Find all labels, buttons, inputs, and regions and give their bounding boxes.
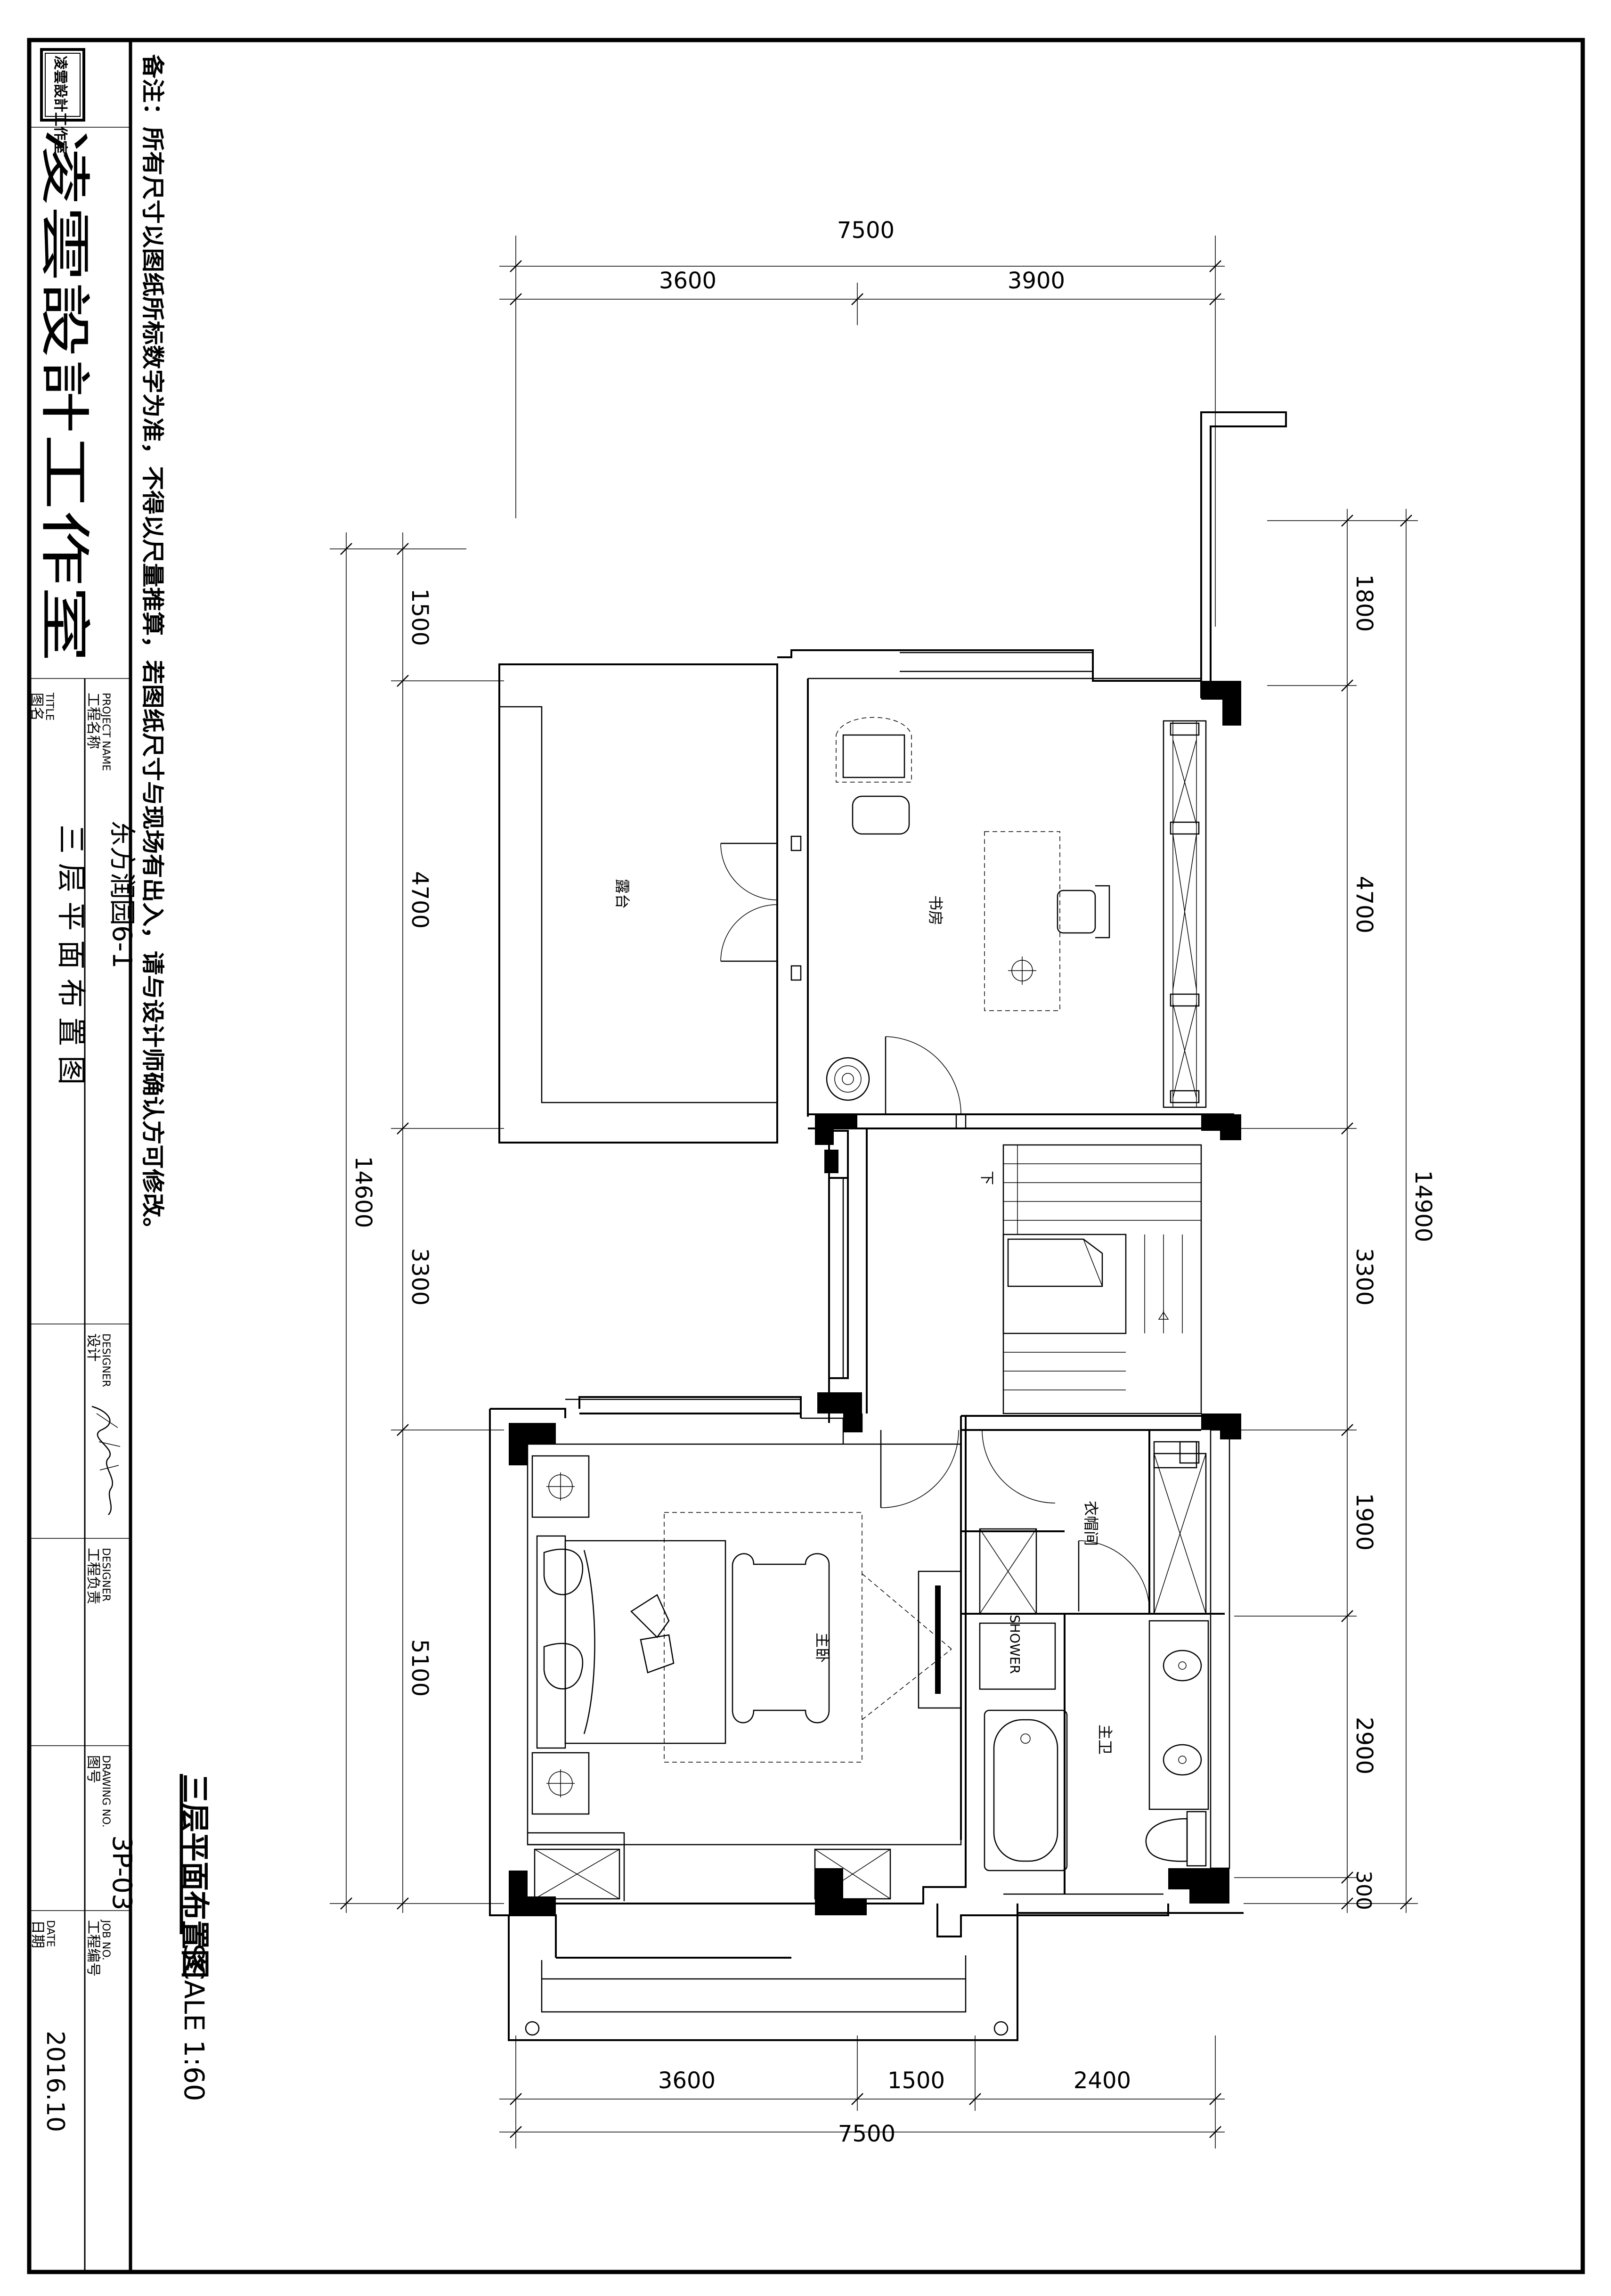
designer-field: 设计 DESIGNER — [85, 1333, 121, 1515]
svg-text:图名: 图名 — [28, 693, 45, 721]
svg-text:3300: 3300 — [407, 1248, 433, 1306]
stair-direction-label: 下 — [978, 1171, 995, 1185]
svg-text:4700: 4700 — [407, 871, 433, 929]
svg-text:1500: 1500 — [887, 2067, 945, 2094]
svg-text:2400: 2400 — [1074, 2067, 1131, 2094]
svg-text:设计: 设计 — [85, 1333, 101, 1362]
dimension-right: 1800 4700 3300 1900 2900 300 14900 — [1234, 509, 1436, 1913]
svg-text:1800: 1800 — [1351, 574, 1377, 632]
svg-text:2016.10: 2016.10 — [41, 2031, 69, 2132]
svg-text:14900: 14900 — [1410, 1170, 1436, 1242]
svg-text:DATE: DATE — [44, 1920, 56, 1947]
svg-text:JOB NO.: JOB NO. — [100, 1919, 112, 1961]
svg-text:工程编号: 工程编号 — [85, 1920, 101, 1977]
designer-signature — [91, 1405, 114, 1515]
svg-text:14600: 14600 — [350, 1156, 376, 1228]
dimension-top: 7500 3600 3900 — [499, 217, 1225, 627]
engineer-field: 工程负责 DESIGNER — [85, 1548, 112, 1604]
svg-text:5100: 5100 — [407, 1639, 433, 1697]
room-label-master-bedroom: 主卧 — [814, 1633, 831, 1663]
svg-text:DESIGNER: DESIGNER — [100, 1548, 112, 1601]
svg-text:3600: 3600 — [658, 2067, 716, 2094]
sheet-border — [27, 38, 1585, 2274]
dimension-left: 14600 1500 4700 3300 5100 — [330, 532, 504, 1913]
svg-text:DRAWING NO.: DRAWING NO. — [100, 1755, 112, 1828]
svg-text:7500: 7500 — [837, 217, 895, 244]
svg-text:SHOWER: SHOWER — [1007, 1615, 1023, 1674]
studio-seal-logo: 凌雲設計工作室 — [40, 48, 85, 155]
svg-text:TITLE: TITLE — [43, 692, 55, 721]
svg-text:300: 300 — [1351, 1871, 1375, 1910]
project-name: 东方润园6-1 — [106, 820, 137, 968]
drawing-date: 2016.10 — [41, 2031, 69, 2132]
job-number-field: 工程编号 JOB NO. 日期 DATE 2016.10 — [29, 1919, 112, 2132]
svg-text:1900: 1900 — [1351, 1493, 1377, 1551]
svg-text:PROJECT NAME: PROJECT NAME — [100, 693, 112, 771]
doors — [720, 835, 1150, 1612]
project-name-field: 工程名称 PROJECT NAME 东方润园6-1 图名 TITLE 三 层 平… — [28, 692, 137, 1085]
svg-text:2900: 2900 — [1351, 1717, 1377, 1774]
studio-name: 凌雲設計工作室 — [35, 130, 94, 662]
walls — [489, 411, 1287, 2041]
room-label-master-bath: 主卫 — [1096, 1724, 1114, 1755]
bedroom-furniture — [531, 1455, 962, 1815]
drawing-number-field: 图号 DRAWING NO. 3P-03 — [85, 1755, 137, 1911]
svg-text:4700: 4700 — [1351, 876, 1377, 933]
bath-furniture: SHOWER — [979, 1615, 1209, 1871]
dimension-bottom: 3600 1500 2400 7500 — [499, 2035, 1225, 2149]
svg-text:7500: 7500 — [838, 2121, 895, 2147]
plan-scale: SCALE 1:60 — [178, 1944, 210, 2101]
svg-text:凌雲設計工作室: 凌雲設計工作室 — [52, 56, 68, 155]
room-label-terrace: 露台 — [613, 879, 631, 909]
room-label-closet: 衣帽间 — [1082, 1501, 1100, 1546]
svg-text:1500: 1500 — [407, 588, 433, 646]
shower-label: SHOWER — [1007, 1615, 1023, 1674]
svg-text:3P-03: 3P-03 — [106, 1835, 137, 1911]
study-furniture — [826, 717, 1110, 1101]
svg-text:东方润园6-1: 东方润园6-1 — [106, 820, 137, 968]
svg-text:图号: 图号 — [85, 1755, 101, 1783]
svg-text:工程名称: 工程名称 — [85, 693, 101, 749]
svg-text:DESIGNER: DESIGNER — [100, 1333, 112, 1387]
svg-text:三 层 平 面 布 置 图: 三 层 平 面 布 置 图 — [54, 825, 89, 1085]
drawing-number: 3P-03 — [106, 1835, 137, 1911]
drawing-title: 三 层 平 面 布 置 图 — [54, 825, 89, 1085]
columns — [509, 681, 1241, 1915]
svg-text:3600: 3600 — [659, 268, 716, 294]
svg-text:日期: 日期 — [29, 1920, 46, 1948]
svg-text:3300: 3300 — [1351, 1248, 1377, 1306]
room-label-study: 书房 — [927, 895, 944, 925]
svg-text:3900: 3900 — [1008, 268, 1065, 294]
remark-note: 备注：所有尺寸以图纸所标数字为准，不得以尺量推算，若图纸尺寸与现场有出入，请与设… — [139, 54, 166, 1242]
svg-text:工程负责: 工程负责 — [85, 1548, 101, 1604]
plan-caption: 三层平面布置图 — [178, 1774, 212, 1978]
